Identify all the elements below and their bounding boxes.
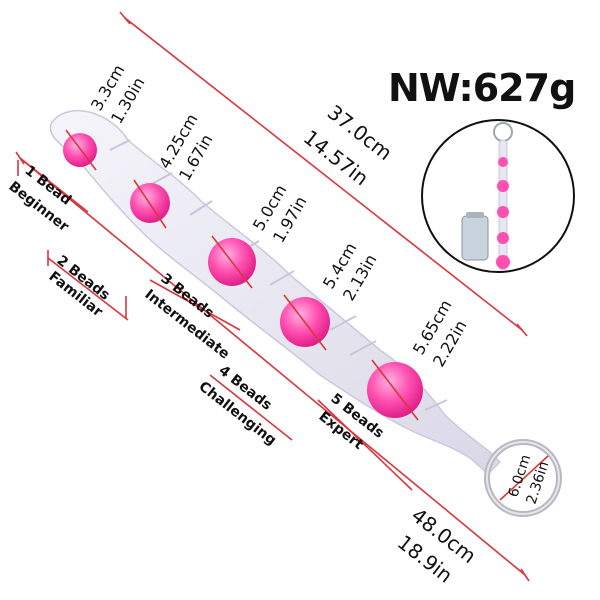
- dimension-lines: [15, 11, 549, 582]
- size-comparison-inset: [421, 119, 575, 273]
- bead-1: [63, 133, 97, 167]
- bead-length-line: [124, 17, 523, 331]
- can-icon: [461, 215, 489, 261]
- total-length-line: [19, 157, 526, 576]
- net-weight-label: NW:627g: [388, 66, 576, 110]
